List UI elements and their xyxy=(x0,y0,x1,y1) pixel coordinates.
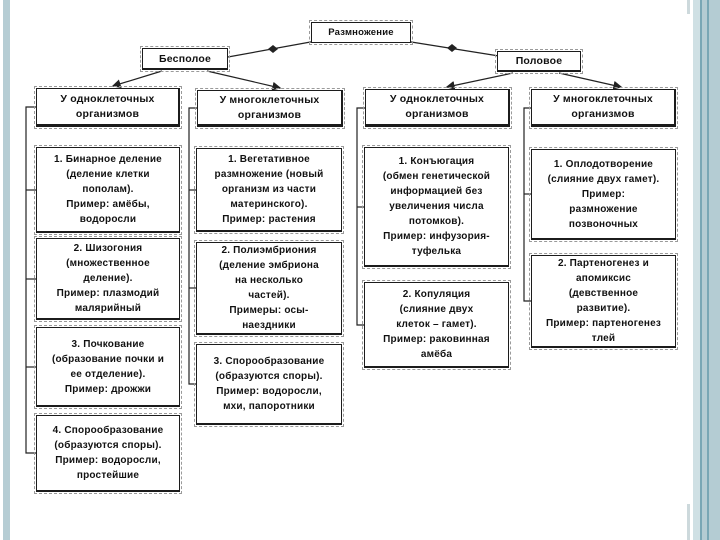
item-binary-fission: 1. Бинарное деление (деление клетки попо… xyxy=(34,145,182,235)
right-accent-line-1 xyxy=(700,0,702,540)
node-asexual: Бесполое xyxy=(140,46,230,72)
column-header-label: У одноклеточных организмов xyxy=(60,92,155,120)
item-text: 2. Партеногенез и апомиксис (девственное… xyxy=(545,258,662,344)
column-header-label: У одноклеточных организмов xyxy=(389,93,485,120)
item-text: 4. Спорообразование (образуются споры). … xyxy=(52,425,164,481)
node-root: Размножение xyxy=(309,20,413,45)
item-text: 1. Вегетативное размножение (новый орган… xyxy=(214,154,324,225)
column-header-multicellular-sexual: У многоклеточных организмов xyxy=(529,87,678,129)
item-text: 3. Спорообразование (образуются споры). … xyxy=(213,356,325,412)
item-sporulation-multicellular: 3. Спорообразование (образуются споры). … xyxy=(194,342,344,427)
right-accent-line-2 xyxy=(707,0,709,540)
right-accent-tick-bottom xyxy=(687,504,690,540)
column-header-label: У многоклеточных организмов xyxy=(219,93,320,121)
left-accent-stripe xyxy=(3,0,10,540)
item-text: 2. Шизогония (множественное деление). Пр… xyxy=(56,243,160,314)
column-header-unicellular-asexual: У одноклеточных организмов xyxy=(34,86,182,129)
item-budding: 3. Почкование (образование почки и ее от… xyxy=(34,325,182,409)
item-fertilization: 1. Оплодотворение (слияние двух гамет). … xyxy=(529,147,678,242)
item-conjugation: 1. Конъюгация (обмен генетической информ… xyxy=(362,145,511,269)
item-text: 1. Конъюгация (обмен генетической информ… xyxy=(382,156,491,257)
node-sexual-label: Половое xyxy=(515,55,563,67)
node-root-label: Размножение xyxy=(328,27,394,38)
node-asexual-label: Бесполое xyxy=(159,52,211,65)
item-text: 3. Почкование (образование почки и ее от… xyxy=(51,338,165,395)
column-header-unicellular-sexual: У одноклеточных организмов xyxy=(363,87,512,129)
item-text: 2. Полиэмбриония (деление эмбриона на не… xyxy=(219,245,319,331)
right-accent-tick-top xyxy=(687,0,690,14)
item-parthenogenesis: 2. Партеногенез и апомиксис (девственное… xyxy=(529,253,678,350)
right-accent-stripe-light xyxy=(693,0,700,540)
item-schizogony: 2. Шизогония (множественное деление). Пр… xyxy=(34,236,182,322)
item-polyembryony: 2. Полиэмбриония (деление эмбриона на не… xyxy=(194,240,344,337)
item-text: 1. Оплодотворение (слияние двух гамет). … xyxy=(547,158,660,230)
column-header-multicellular-asexual: У многоклеточных организмов xyxy=(195,88,345,129)
column-header-label: У многоклеточных организмов xyxy=(553,93,653,120)
item-copulation: 2. Копуляция (слияние двух клеток – гаме… xyxy=(362,280,511,370)
item-vegetative: 1. Вегетативное размножение (новый орган… xyxy=(194,146,344,234)
right-accent-stripe-wide xyxy=(709,0,720,540)
item-sporulation-unicellular: 4. Спорообразование (образуются споры). … xyxy=(34,413,182,494)
right-accent-stripe-mid xyxy=(702,0,707,540)
item-text: 1. Бинарное деление (деление клетки попо… xyxy=(54,154,162,225)
item-text: 2. Копуляция (слияние двух клеток – гаме… xyxy=(383,289,490,360)
node-sexual: Половое xyxy=(495,49,583,74)
